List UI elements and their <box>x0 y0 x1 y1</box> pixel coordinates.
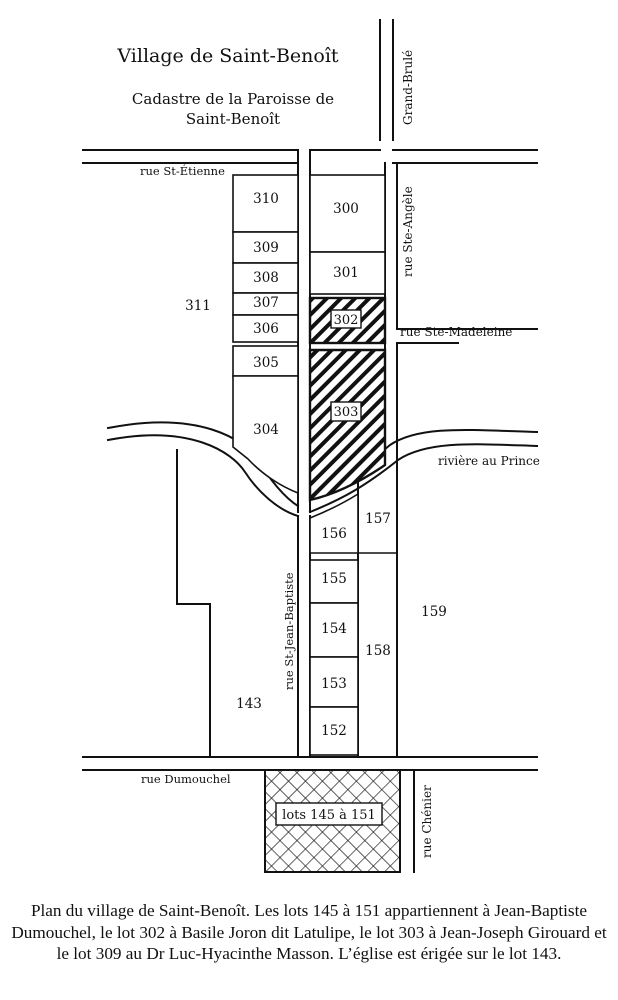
lot-label-305: 305 <box>253 355 279 371</box>
lot-305 <box>232 345 299 377</box>
village-map: Village de Saint-Benoît Cadastre de la P… <box>82 19 540 873</box>
lot-label-311: 311 <box>185 298 211 314</box>
lot-label-155: 155 <box>321 571 347 587</box>
label-rue-chenier: rue Chénier <box>420 785 434 858</box>
label-grand-brule: Grand-Brulé <box>401 50 415 125</box>
figure-caption: Plan du village de Saint-Benoît. Les lot… <box>11 901 607 963</box>
label-rue-st-jean-baptiste: rue St-Jean-Baptiste <box>282 572 296 690</box>
map-subtitle-line2: Saint-Benoît <box>186 110 280 128</box>
label-rue-dumouchel: rue Dumouchel <box>141 772 231 786</box>
lot-label-303: 303 <box>334 405 359 420</box>
lot-label-156: 156 <box>321 526 347 542</box>
lot-label-145-151: lots 145 à 151 <box>282 808 376 823</box>
label-rue-st-etienne: rue St-Étienne <box>140 164 225 178</box>
map-subtitle-line1: Cadastre de la Paroisse de <box>132 90 334 108</box>
lot-152 <box>309 706 359 756</box>
map-title: Village de Saint-Benoît <box>116 45 339 67</box>
lot-label-306: 306 <box>253 321 279 337</box>
lot-303 <box>308 348 387 502</box>
lot-143-outline <box>176 449 211 757</box>
lot-306 <box>232 314 299 343</box>
lot-label-309: 309 <box>253 240 279 256</box>
lot-label-302: 302 <box>334 313 359 328</box>
lot-label-154: 154 <box>321 621 347 637</box>
lot-label-304: 304 <box>253 422 279 438</box>
lot-303-label-box <box>330 401 362 422</box>
label-rue-ste-madeleine: rue Ste-Madeleine <box>400 325 512 339</box>
riviere-south-bank <box>106 434 539 518</box>
lot-153 <box>309 656 359 708</box>
lot-302-label-box <box>330 309 362 329</box>
lot-label-301: 301 <box>333 265 359 281</box>
label-riviere-au-prince: rivière au Prince <box>438 454 540 468</box>
lot-300 <box>309 174 386 253</box>
lot-label-143: 143 <box>236 696 262 712</box>
lot-301 <box>309 251 386 295</box>
lot-156 <box>309 492 359 554</box>
lot-308 <box>232 262 299 294</box>
lot-154 <box>309 602 359 658</box>
lot-label-157: 157 <box>365 511 391 527</box>
lot-304 <box>232 375 299 495</box>
lots-145-151-label-box <box>275 802 383 826</box>
lot-310 <box>232 174 299 233</box>
lot-label-153: 153 <box>321 676 347 692</box>
label-rue-ste-angele: rue Ste-Angèle <box>401 186 415 277</box>
lot-label-158: 158 <box>365 643 391 659</box>
lot-label-308: 308 <box>253 270 279 286</box>
lot-label-307: 307 <box>253 295 279 311</box>
lot-155 <box>309 559 359 604</box>
lot-label-152: 152 <box>321 723 347 739</box>
lot-label-310: 310 <box>253 191 279 207</box>
lot-label-159: 159 <box>421 604 447 620</box>
lot-label-300: 300 <box>333 201 359 217</box>
lot-309 <box>232 231 299 264</box>
